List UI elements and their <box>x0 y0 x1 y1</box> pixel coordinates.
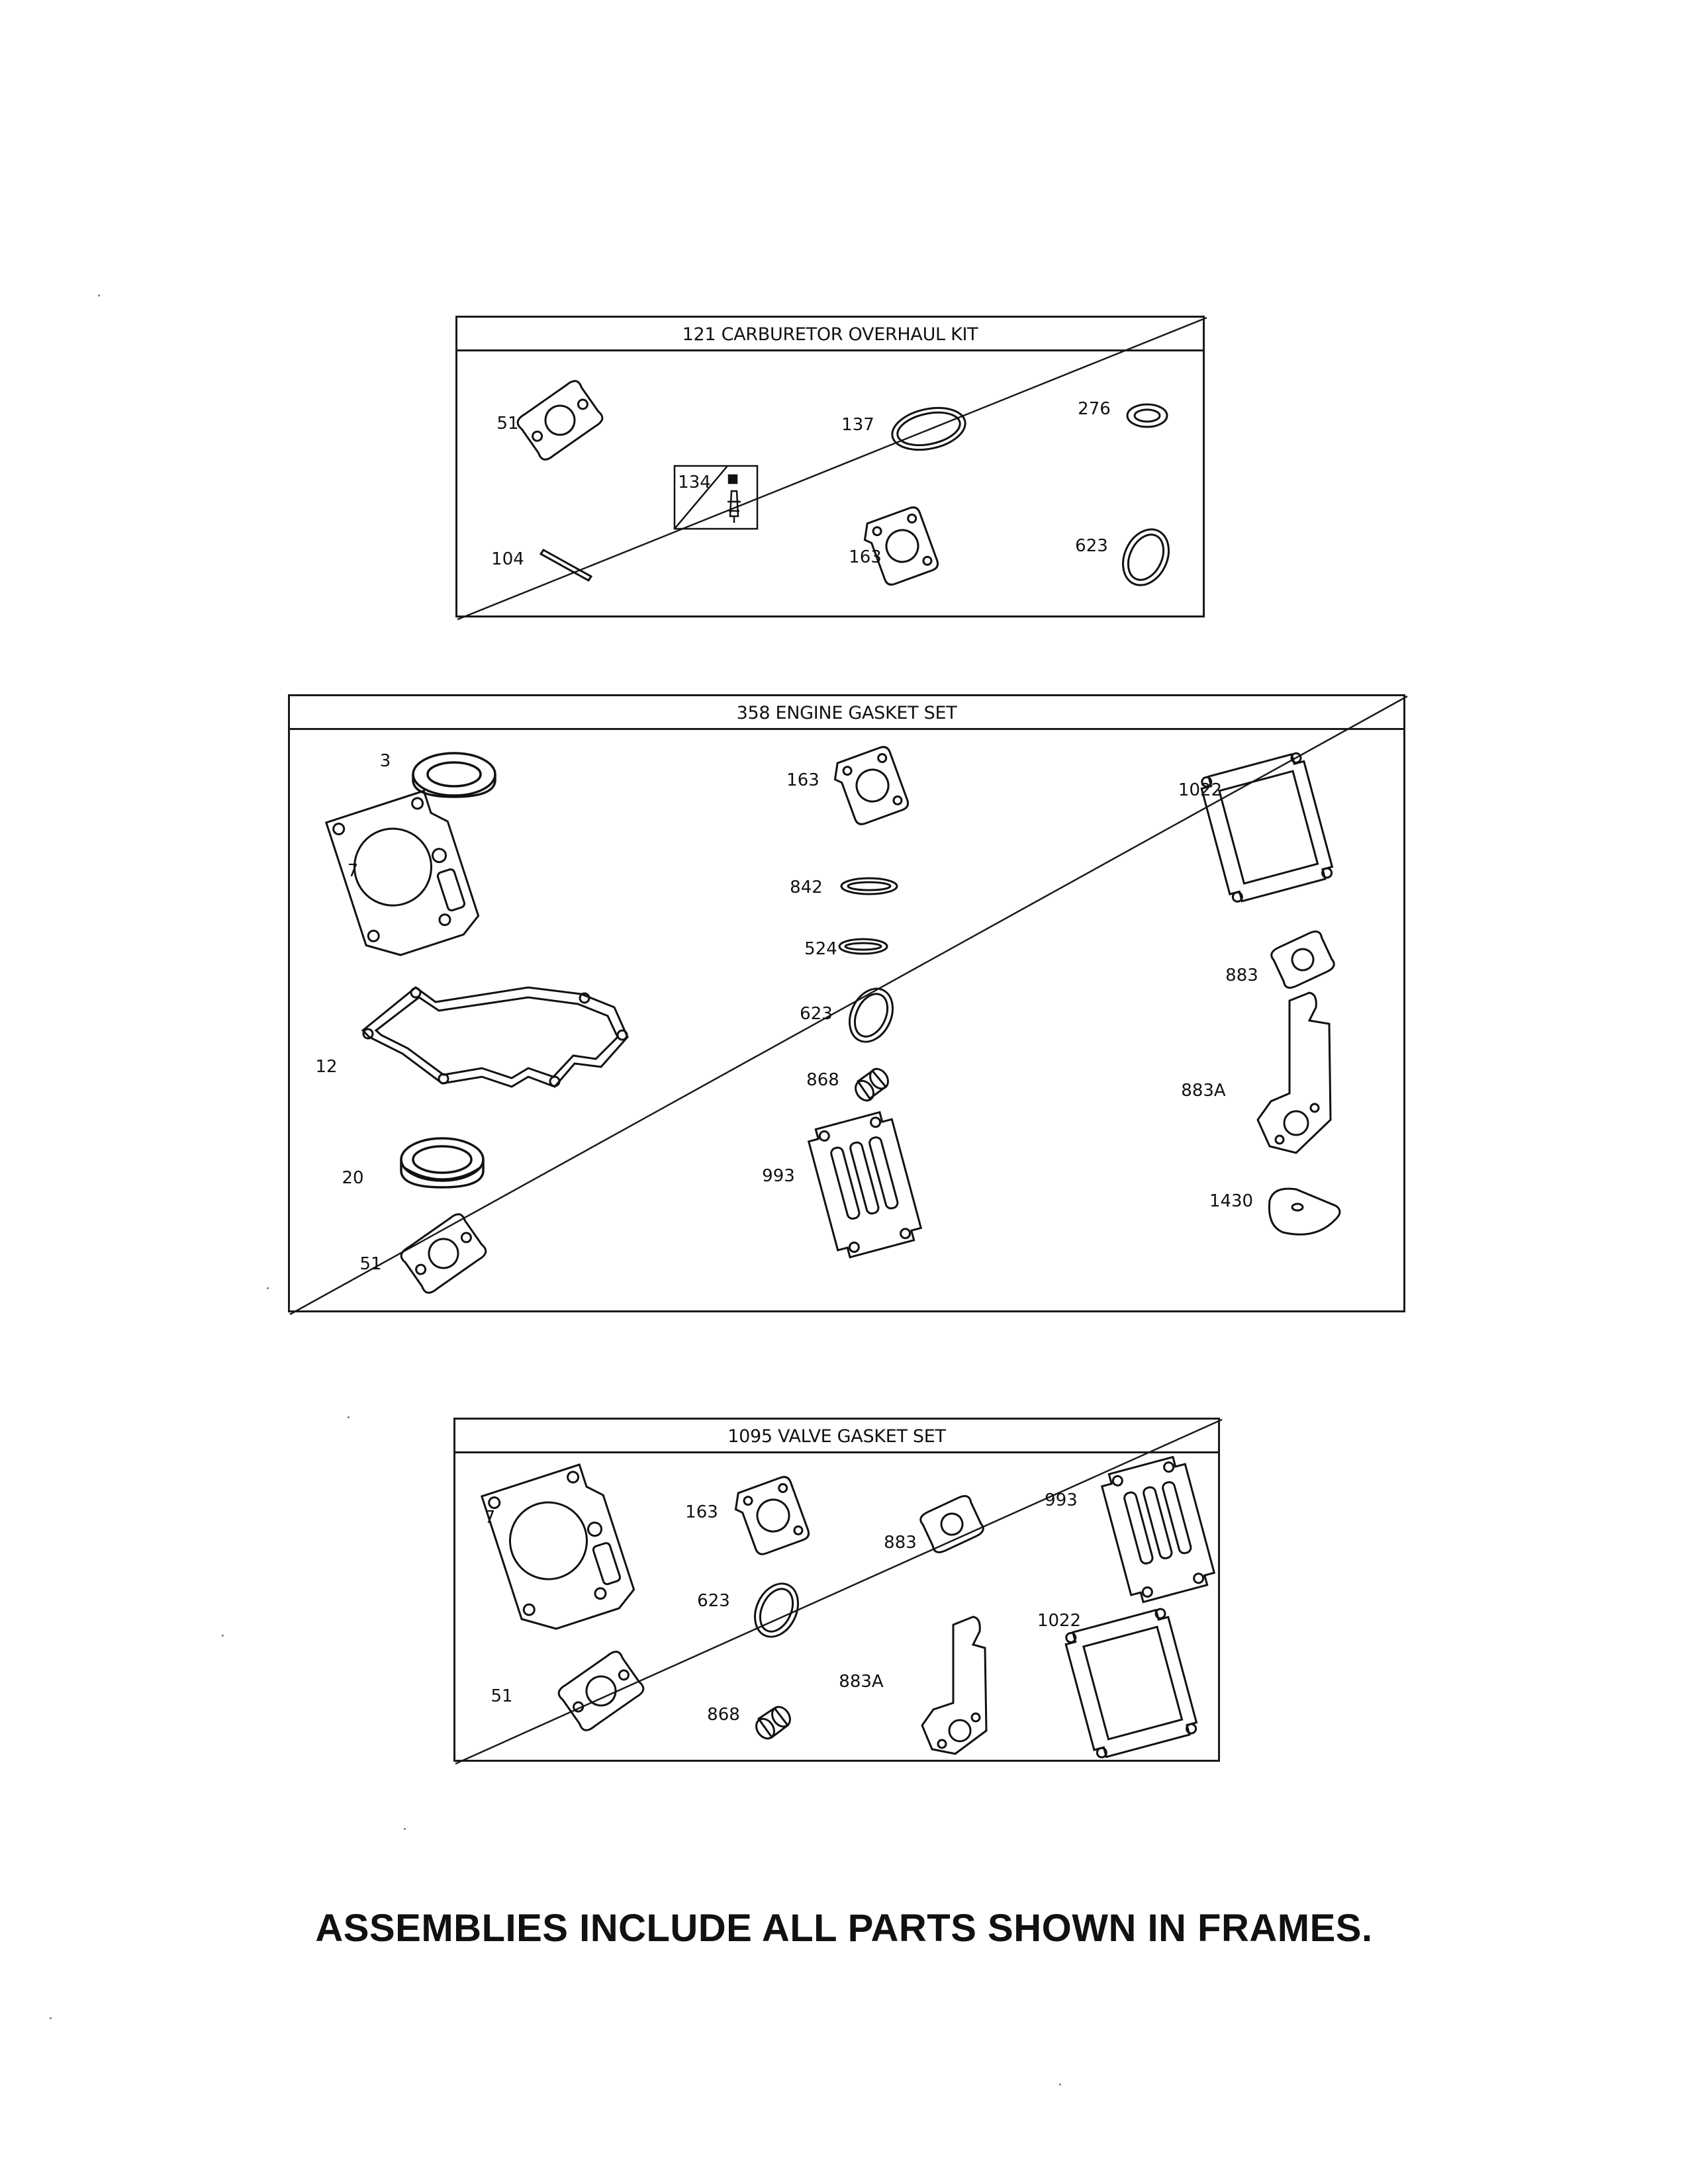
part-163-gasket-drawing <box>863 506 939 586</box>
callout-104: 104 <box>491 549 524 569</box>
part-883-gasket-drawing <box>1270 931 1335 989</box>
part-51-gasket-drawing <box>557 1651 645 1731</box>
frame-title: 121 CARBURETOR OVERHAUL KIT <box>457 318 1203 351</box>
callout-524: 524 <box>804 939 837 959</box>
engine-gasket-set-frame: 358 ENGINE GASKET SET <box>288 694 1408 1316</box>
part-12-crankcase-gasket-drawing <box>361 986 629 1088</box>
part-883a-shield-drawing <box>921 1615 988 1755</box>
callout-163: 163 <box>685 1502 718 1522</box>
callout-842: 842 <box>790 878 823 897</box>
part-623-ring-drawing <box>849 987 894 1043</box>
carburetor-overhaul-kit-frame: 121 CARBURETOR OVERHAUL KIT <box>455 316 1207 621</box>
callout-883a: 883A <box>1181 1081 1226 1101</box>
callout-20: 20 <box>342 1168 364 1188</box>
part-137-ring-drawing <box>891 406 966 451</box>
part-993-gasket-drawing <box>1100 1455 1216 1604</box>
callout-623: 623 <box>800 1004 833 1024</box>
callout-1022: 1022 <box>1178 780 1223 800</box>
callout-868: 868 <box>707 1705 740 1725</box>
part-1022-gasket-drawing <box>1200 752 1334 903</box>
part-842-ring-drawing <box>840 877 898 895</box>
part-883-gasket-drawing <box>919 1495 984 1553</box>
part-868-bushing-drawing <box>755 1706 791 1740</box>
callout-883: 883 <box>1225 966 1258 985</box>
callout-51: 51 <box>496 414 519 433</box>
carburetor-kit-artwork <box>457 316 1207 621</box>
callout-1430: 1430 <box>1209 1191 1254 1211</box>
footer-note: ASSEMBLIES INCLUDE ALL PARTS SHOWN IN FR… <box>315 1907 1373 1950</box>
callout-12: 12 <box>315 1057 338 1077</box>
scan-speck <box>348 1416 350 1418</box>
callout-993: 993 <box>1045 1490 1078 1510</box>
valve-gasket-artwork <box>455 1418 1223 1765</box>
part-7-head-gasket-drawing <box>324 790 480 956</box>
callout-163: 163 <box>849 547 882 567</box>
scan-speck <box>222 1635 224 1637</box>
frame-title: 1095 VALVE GASKET SET <box>455 1420 1218 1453</box>
callout-51: 51 <box>491 1686 513 1706</box>
callout-623: 623 <box>1075 536 1108 556</box>
part-163-gasket-drawing <box>833 746 910 825</box>
part-883a-shield-drawing <box>1256 991 1332 1154</box>
callout-883a: 883A <box>839 1672 884 1692</box>
part-993-gasket-drawing <box>807 1111 923 1259</box>
scan-speck <box>404 1828 406 1830</box>
callout-1022: 1022 <box>1037 1611 1082 1631</box>
callout-276: 276 <box>1078 399 1111 419</box>
part-623-ring-drawing <box>754 1582 799 1638</box>
part-51-gasket-drawing <box>400 1213 487 1294</box>
callout-7: 7 <box>484 1508 496 1527</box>
scan-speck <box>1059 2083 1061 2085</box>
part-134-inset-drawing <box>673 465 759 530</box>
callout-623: 623 <box>697 1591 730 1611</box>
callout-163: 163 <box>786 770 820 790</box>
valve-gasket-set-frame: 1095 VALVE GASKET SET <box>453 1418 1223 1765</box>
frame-diagonal <box>457 316 1207 621</box>
frame-diagonal <box>289 695 1408 1316</box>
callout-883: 883 <box>884 1533 917 1553</box>
part-3-seal-drawing <box>412 752 496 798</box>
frame-title: 358 ENGINE GASKET SET <box>290 696 1403 730</box>
callout-7: 7 <box>347 861 359 881</box>
part-868-bushing-drawing <box>855 1068 889 1102</box>
callout-51: 51 <box>359 1254 382 1274</box>
scan-speck <box>50 2017 52 2019</box>
part-163-gasket-drawing <box>734 1476 810 1555</box>
part-51-gasket-drawing <box>516 380 604 461</box>
callout-137: 137 <box>841 415 874 435</box>
part-7-head-gasket-drawing <box>480 1463 635 1630</box>
part-524-ring-drawing <box>838 938 888 955</box>
callout-993: 993 <box>762 1166 795 1186</box>
scan-speck <box>267 1287 269 1289</box>
part-1430-gasket-drawing <box>1268 1187 1341 1236</box>
engine-gasket-artwork <box>289 695 1408 1316</box>
scan-speck <box>98 295 100 296</box>
callout-134: 134 <box>678 473 711 492</box>
part-20-seal-drawing <box>400 1137 485 1189</box>
part-104-pin-drawing <box>539 549 593 582</box>
part-623-ring-drawing <box>1122 528 1170 586</box>
callout-868: 868 <box>806 1070 839 1090</box>
part-276-washer-drawing <box>1126 403 1168 428</box>
part-1022-gasket-drawing <box>1064 1608 1198 1758</box>
callout-3: 3 <box>379 751 391 771</box>
